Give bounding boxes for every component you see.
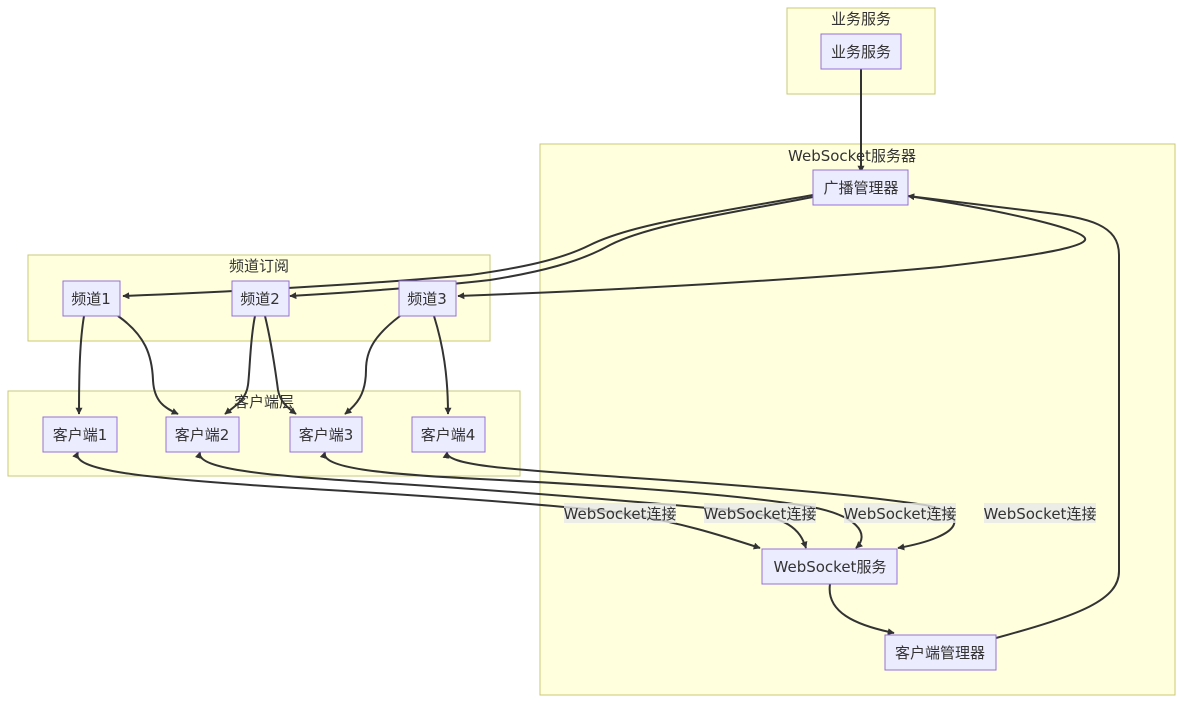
cluster-websocket-server-title: WebSocket服务器 — [788, 147, 916, 165]
edge-broadcast-to-channel2 — [289, 196, 814, 300]
edge-channel2-to-client3 — [264, 315, 297, 415]
edge-label-conn3: WebSocket连接 — [844, 503, 957, 523]
edge-label-conn3-text: WebSocket连接 — [844, 505, 957, 523]
node-channel2-label: 频道2 — [240, 290, 280, 308]
node-business-service-label: 业务服务 — [831, 43, 891, 61]
edge-ws-service-to-client-manager — [828, 583, 895, 636]
edge-broadcast-to-channel3 — [457, 195, 1087, 300]
cluster-channels-title: 频道订阅 — [229, 257, 289, 275]
node-business-service[interactable]: 业务服务 — [820, 33, 902, 70]
node-channel2[interactable]: 频道2 — [231, 280, 290, 317]
node-broadcast-manager-label: 广播管理器 — [823, 179, 898, 197]
edge-channel1-to-client2 — [117, 315, 179, 415]
node-client4-label: 客户端4 — [421, 426, 476, 444]
node-channel1[interactable]: 频道1 — [62, 280, 121, 317]
node-client1-label: 客户端1 — [53, 426, 108, 444]
cluster-business-title: 业务服务 — [831, 10, 891, 28]
node-client4[interactable]: 客户端4 — [411, 416, 486, 453]
node-channel3-label: 频道3 — [407, 290, 447, 308]
edge-labels: WebSocket连接 WebSocket连接 WebSocket连接 WebS… — [564, 503, 1097, 523]
node-client2[interactable]: 客户端2 — [165, 416, 240, 453]
edges — [72, 69, 1121, 639]
node-client-manager[interactable]: 客户端管理器 — [884, 634, 997, 671]
node-websocket-service[interactable]: WebSocket服务 — [761, 548, 898, 585]
edge-channel1-to-client1 — [75, 315, 85, 415]
node-client-manager-label: 客户端管理器 — [895, 644, 985, 662]
edge-label-conn1-text: WebSocket连接 — [564, 505, 677, 523]
edge-label-conn1: WebSocket连接 — [564, 503, 677, 523]
cluster-clients-title: 客户端层 — [234, 393, 294, 411]
node-client1[interactable]: 客户端1 — [42, 416, 118, 453]
edge-client-manager-to-broadcast — [907, 193, 1121, 639]
edge-channel3-to-client4 — [433, 315, 452, 415]
node-client3[interactable]: 客户端3 — [289, 416, 363, 453]
node-channel3[interactable]: 频道3 — [398, 280, 457, 317]
node-client2-label: 客户端2 — [175, 426, 230, 444]
edge-channel2-to-client2 — [224, 315, 256, 415]
edge-label-conn4-text: WebSocket连接 — [984, 505, 1097, 523]
node-client3-label: 客户端3 — [299, 426, 354, 444]
nodes: 业务服务 广播管理器 WebSocket服务 客户端管理器 频道1 频道2 频道… — [42, 33, 997, 671]
edge-label-conn2-text: WebSocket连接 — [704, 505, 817, 523]
edge-label-conn4: WebSocket连接 — [984, 503, 1097, 523]
node-channel1-label: 频道1 — [71, 290, 111, 308]
cluster-websocket-server: WebSocket服务器 — [539, 143, 1176, 696]
node-websocket-service-label: WebSocket服务 — [774, 558, 887, 576]
node-broadcast-manager[interactable]: 广播管理器 — [812, 169, 909, 206]
edge-channel3-to-client3 — [344, 315, 401, 415]
edge-label-conn2: WebSocket连接 — [704, 503, 817, 523]
